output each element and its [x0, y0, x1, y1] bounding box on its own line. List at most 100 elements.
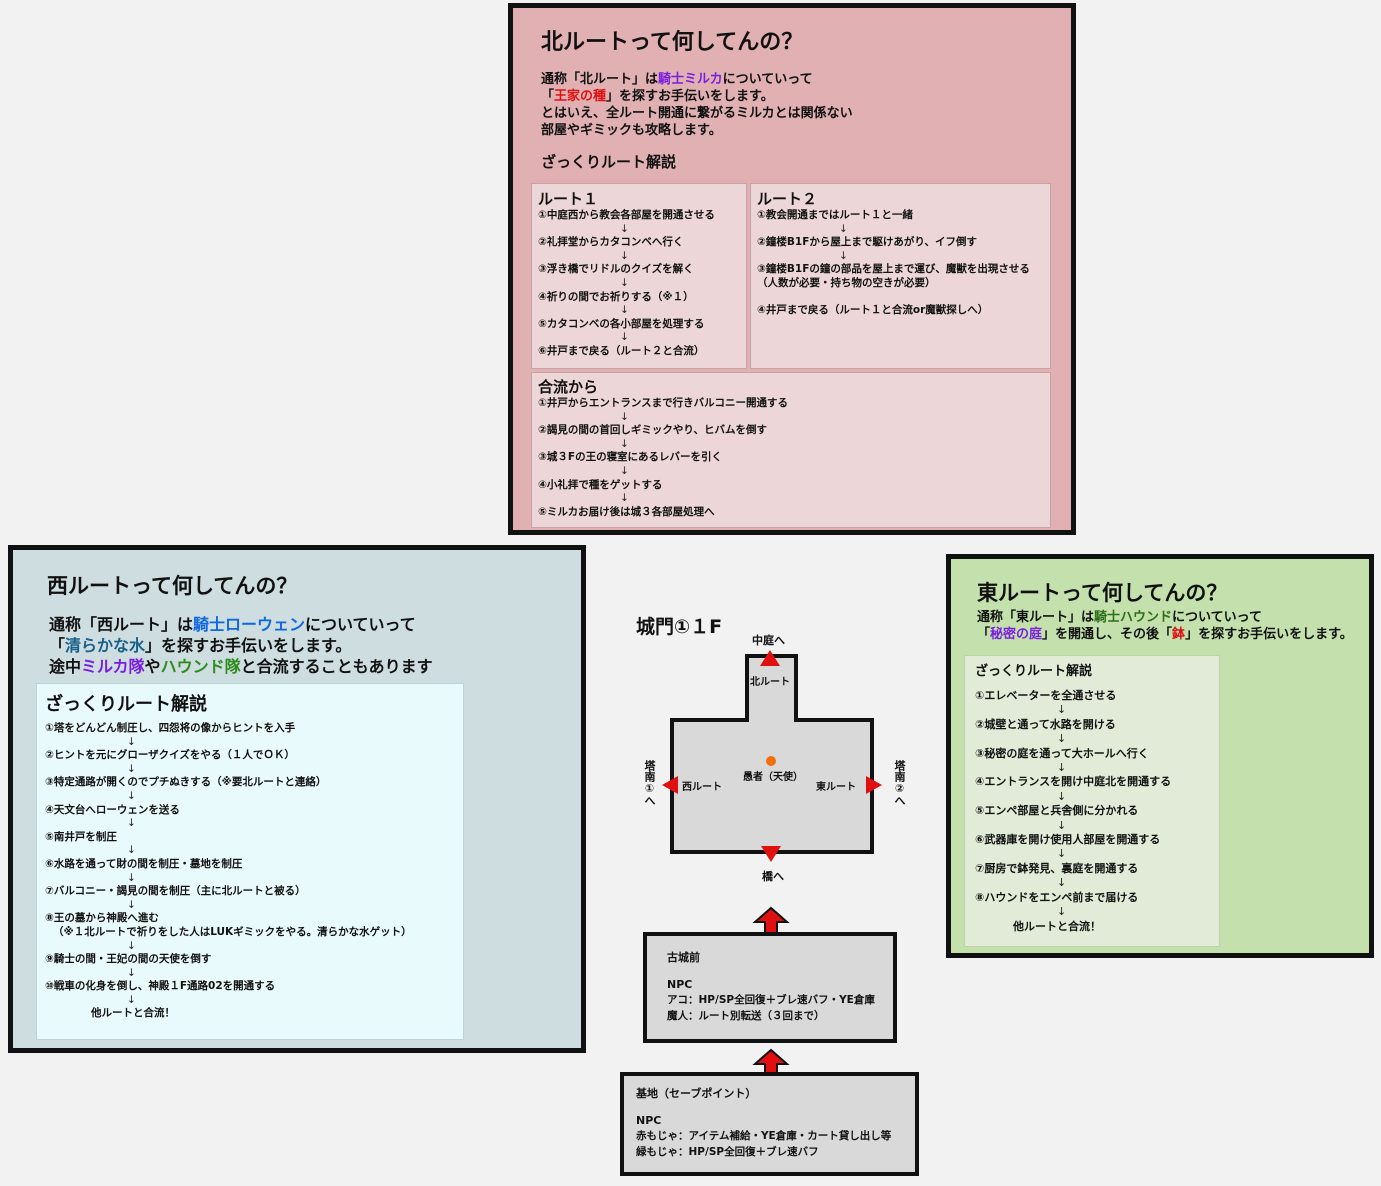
west-exit-arrow-icon — [662, 776, 678, 794]
intro-text: 」を探すお手伝いをします。 — [145, 636, 352, 655]
route2-step: ③鐘楼B1Fの鐘の部品を屋上まで運び、魔獣を出現させる — [757, 263, 1030, 276]
down-arrow-icon: ↓ — [620, 464, 629, 477]
merge-title: 合流から — [538, 378, 599, 396]
north-route-intro: 通称「北ルート」は騎士ミルカについていって 「王家の種」を探すお手伝いをします。… — [541, 72, 853, 140]
route1-step: ⑥井戸まで戻る（ルート２と合流） — [538, 344, 705, 357]
intro-text: についていって — [305, 615, 416, 634]
south-exit-label: 橋へ — [762, 870, 784, 883]
down-arrow-icon: ↓ — [127, 817, 136, 830]
knight-milka-name: 騎士ミルカ — [658, 72, 723, 87]
bowl-label: 鉢 — [1172, 627, 1186, 642]
base-npc-line: 緑もじゃ：HP/SP全回復＋ブレ速バフ — [636, 1145, 819, 1158]
intro-text: 途中 — [49, 657, 82, 676]
milka-squad-label: ミルカ隊 — [81, 657, 145, 676]
intro-text: 」を探すお手伝いをします。 — [606, 88, 774, 104]
merge-box: 合流から ①井戸からエントランスまで行きバルコニー開通する ↓ ②謁見の間の首回… — [531, 372, 1051, 528]
old-castle-npc-label: NPC — [667, 977, 693, 991]
north-route-title: 北ルートって何してんの？ — [541, 30, 804, 55]
knight-hound-name: 騎士ハウンド — [1094, 610, 1173, 625]
secret-garden-label: 秘密の庭 — [990, 627, 1043, 642]
route2-step: ②鐘楼B1Fから屋上まで駆けあがり、イフ倒す — [757, 236, 977, 249]
west-end: 他ルートと合流！ — [91, 1007, 175, 1020]
north-exit-arrow-icon — [760, 650, 780, 666]
route1-title: ルート１ — [538, 190, 599, 208]
route1-step: ②礼拝堂からカタコンベへ行く — [538, 236, 684, 249]
down-arrow-icon: ↓ — [1057, 732, 1067, 746]
down-arrow-icon: ↓ — [127, 735, 136, 748]
merge-step: ④小礼拝で種をゲットする — [538, 478, 663, 491]
down-arrow-icon: ↓ — [127, 993, 136, 1006]
route2-title: ルート２ — [757, 190, 818, 208]
west-step: ②ヒントを元にグローザクイズをやる（１人でＯＫ） — [45, 749, 295, 762]
west-exit-label: 塔南①へ — [643, 760, 656, 806]
east-step: ①エレベーターを全通させる — [975, 689, 1117, 702]
down-arrow-icon: ↓ — [127, 939, 136, 952]
route1-step: ③浮き橋でリドルのクイズを解く — [538, 263, 694, 276]
route1-box: ルート１ ①中庭西から教会各部屋を開通させる ↓ ②礼拝堂からカタコンベへ行く … — [531, 183, 747, 369]
route2-step: ①教会開通まではルート１と一緒 — [757, 209, 913, 221]
east-end: 他ルートと合流！ — [1013, 919, 1101, 933]
down-arrow-icon: ↓ — [620, 331, 629, 344]
down-arrow-icon: ↓ — [839, 249, 848, 262]
down-arrow-icon: ↓ — [1057, 905, 1067, 919]
down-arrow-icon: ↓ — [1057, 761, 1067, 775]
down-arrow-icon: ↓ — [620, 304, 629, 317]
down-arrow-icon: ↓ — [127, 762, 136, 775]
west-step: ⑤南井戸を制圧 — [45, 830, 117, 843]
down-arrow-icon: ↓ — [620, 249, 629, 262]
east-step: ⑤エンペ部屋と兵舎側に分かれる — [975, 804, 1139, 818]
down-arrow-icon: ↓ — [620, 222, 629, 235]
knight-lowen-name: 騎士ローウェン — [193, 615, 306, 634]
down-arrow-icon: ↓ — [620, 276, 629, 289]
old-castle-npc-line: 魔人：ルート別転送（３回まで） — [667, 1009, 825, 1022]
west-step: ⑧王の墓から神殿へ進む — [45, 912, 159, 925]
west-route-box: ざっくりルート解説 ①塔をどんどん制圧し、四怨将の像からヒントを入手 ↓ ②ヒン… — [36, 683, 464, 1040]
down-arrow-icon: ↓ — [620, 492, 629, 505]
base-npc-label: NPC — [636, 1113, 662, 1127]
east-step: ⑥武器庫を開け使用人部屋を開通する — [975, 833, 1161, 847]
route1-step: ⑤カタコンベの各小部屋を処理する — [538, 317, 705, 330]
west-route-label: 西ルート — [682, 782, 722, 793]
royal-seed-label: 王家の種 — [554, 88, 607, 104]
merge-step: ②謁見の間の首回しギミックやり、ヒバムを倒す — [538, 424, 767, 437]
route2-step-note: （人数が必要・持ち物の空きが必要） — [757, 276, 936, 289]
base-npc-line: 赤もじゃ：アイテム補給・YE倉庫・カート貸し出し等 — [636, 1130, 892, 1142]
intro-text: 部屋やギミックも攻略します。 — [541, 122, 722, 138]
down-arrow-icon: ↓ — [1057, 703, 1067, 717]
boss-label: 愚者（天使） — [743, 772, 803, 783]
west-route-intro: 通称「西ルート」は騎士ローウェンについていって 「清らかな水」を探すお手伝いをし… — [49, 614, 433, 677]
west-route-subhead: ざっくりルート解説 — [45, 694, 207, 715]
intro-text: や — [144, 657, 161, 676]
north-route-subhead: ざっくりルート解説 — [541, 153, 677, 171]
down-arrow-icon: ↓ — [1057, 818, 1067, 832]
east-step: ④エントランスを開け中庭北を開通する — [975, 775, 1172, 789]
down-arrow-icon: ↓ — [839, 222, 848, 235]
down-arrow-icon: ↓ — [127, 789, 136, 802]
intro-text: 」を開通し、その後「 — [1042, 627, 1173, 642]
west-route-panel: 西ルートって何してんの？ 通称「西ルート」は騎士ローウェンについていって 「清ら… — [8, 545, 586, 1053]
route2-box: ルート２ ①教会開通まではルート１と一緒 ↓ ②鐘楼B1Fから屋上まで駆けあがり… — [750, 183, 1051, 369]
down-arrow-icon: ↓ — [1057, 789, 1067, 803]
map-title: 城門①１F — [636, 616, 723, 638]
base-title: 基地（セーブポイント） — [636, 1087, 757, 1100]
west-step: ①塔をどんどん制圧し、四怨将の像からヒントを入手 — [45, 722, 296, 734]
down-arrow-icon: ↓ — [127, 898, 136, 911]
intro-text: 通称「東ルート」は — [977, 610, 1095, 625]
base-box: 基地（セーブポイント） NPC 赤もじゃ：アイテム補給・YE倉庫・カート貸し出し… — [620, 1072, 919, 1176]
route1-step: ④祈りの間でお祈りする（※１） — [538, 290, 694, 303]
route1-step: ①中庭西から教会各部屋を開通させる — [538, 209, 715, 221]
north-route-label: 北ルート — [750, 673, 790, 688]
west-step: ④天文台へローウェンを送る — [45, 803, 180, 816]
east-exit-arrow-icon — [866, 776, 882, 794]
intro-text: 「 — [49, 636, 66, 655]
down-arrow-icon: ↓ — [127, 844, 136, 857]
east-route-panel: 東ルートって何してんの？ 通称「東ルート」は騎士ハウンドについていって 「秘密の… — [946, 554, 1374, 958]
down-arrow-icon: ↓ — [1057, 876, 1067, 890]
old-castle-npc-line: アコ：HP/SP全回復＋ブレ速バフ・YE倉庫 — [667, 994, 875, 1006]
west-step: ⑥水路を通って財の間を制圧・墓地を制圧 — [45, 857, 243, 870]
intro-text: についていって — [722, 72, 813, 87]
down-arrow-icon: ↓ — [127, 871, 136, 884]
intro-text: 」を探すお手伝いをします。 — [1185, 627, 1353, 642]
intro-text: 「 — [541, 88, 555, 104]
east-exit-label: 塔南②へ — [893, 760, 906, 806]
